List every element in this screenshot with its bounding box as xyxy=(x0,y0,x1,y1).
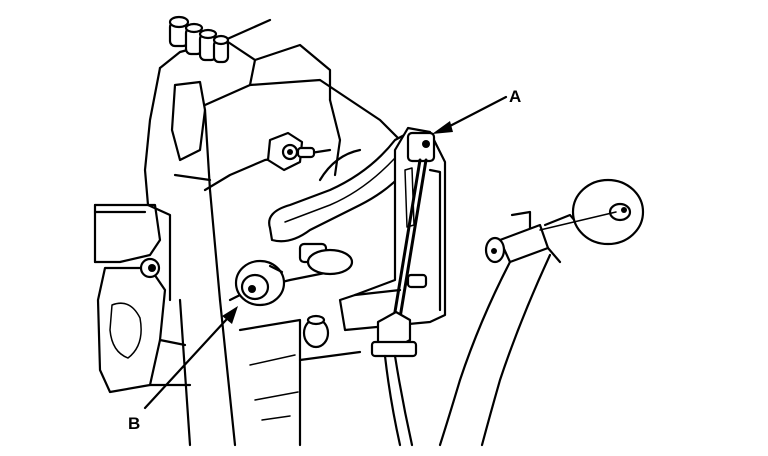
callout-label-b: B xyxy=(128,414,141,433)
bolt-cluster xyxy=(168,15,230,64)
cable-adjuster xyxy=(370,310,418,447)
right-lever xyxy=(438,253,552,447)
bracket-stud xyxy=(406,273,428,289)
callout-label-a: A xyxy=(509,87,522,106)
pedal-pivot-bushing-b xyxy=(234,259,286,307)
switch-rod xyxy=(390,131,436,332)
callout-leader-b xyxy=(143,306,238,410)
pedal-bracket xyxy=(143,15,402,302)
left-panel-structure xyxy=(93,203,362,447)
pivot-nut xyxy=(266,131,316,172)
return-spring-stop xyxy=(302,314,330,349)
cruise-switch xyxy=(484,178,645,264)
callout-leader-a xyxy=(432,95,508,134)
stopper-bolt xyxy=(298,242,354,276)
